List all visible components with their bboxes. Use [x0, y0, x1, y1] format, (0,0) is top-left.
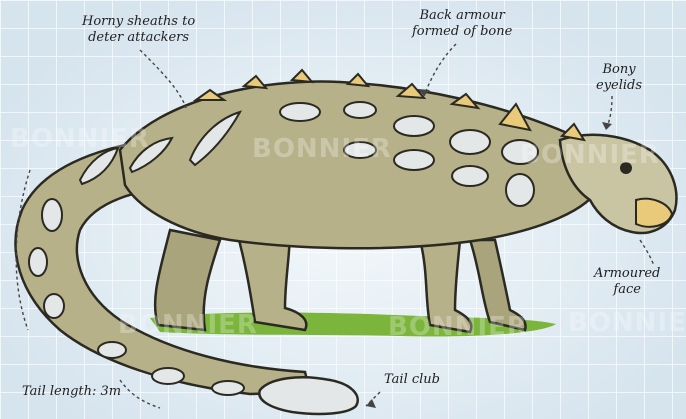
label-armoured-face: Armoured face: [594, 266, 660, 298]
watermark: BONNIER: [10, 124, 150, 154]
label-tail-club: Tail club: [384, 372, 440, 388]
label-bony-eyelids: Bony eyelids: [596, 62, 642, 94]
watermark: BONNIER: [118, 310, 258, 340]
watermark: BONNIER: [252, 134, 392, 164]
label-tail-length: Tail length: 3m: [22, 384, 121, 400]
watermark: BONNIER: [388, 312, 528, 342]
leader-arrow: [366, 399, 376, 408]
watermark: BONNIER: [568, 308, 686, 338]
label-back-armour: Back armour formed of bone: [412, 8, 512, 40]
label-horny-sheaths: Horny sheaths to deter attackers: [82, 14, 195, 46]
watermark: BONNIER: [520, 140, 660, 170]
leader-arrow: [602, 122, 612, 130]
tail-club-shape: [259, 377, 357, 414]
